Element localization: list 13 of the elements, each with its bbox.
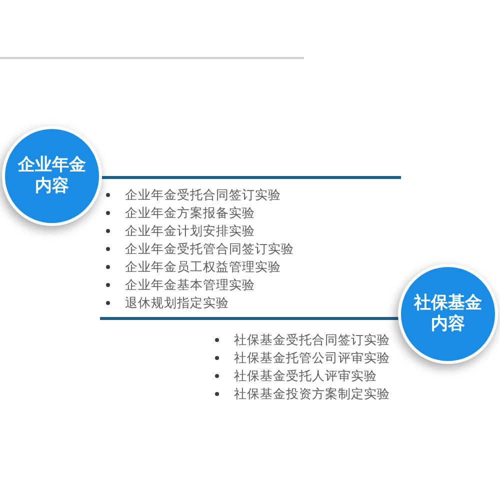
list-item: 退休规划指定实验 [125, 295, 229, 311]
list-item: 社保基金投资方案制定实验 [234, 386, 390, 402]
list-item: 企业年金方案报备实验 [125, 205, 255, 221]
list-item: 企业年金受托管合同签订实验 [125, 241, 294, 257]
circle-heading: 企业年金内容 [16, 155, 87, 197]
list-item: 企业年金基本管理实验 [125, 277, 255, 293]
list-item: 企业年金员工权益管理实验 [125, 259, 281, 275]
circle-heading: 社保基金内容 [412, 293, 483, 335]
list-item: 企业年金计划安排实验 [125, 223, 255, 239]
list-item: 社保基金受托人评审实验 [234, 368, 377, 384]
list-item: 企业年金受托合同签订实验 [125, 187, 281, 203]
list-item: 社保基金托管公司评审实验 [234, 350, 390, 366]
list-item: 社保基金受托合同签订实验 [234, 332, 390, 348]
